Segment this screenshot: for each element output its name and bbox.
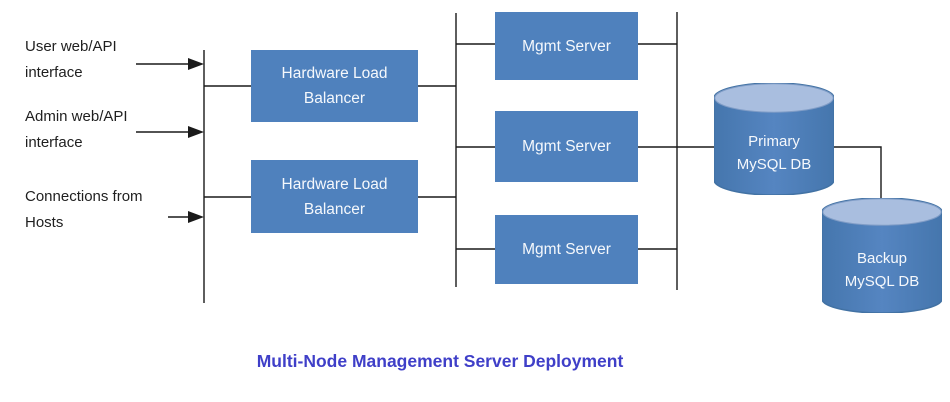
node-hardware-load-balancer-1: Hardware Load Balancer (251, 50, 418, 122)
arrowhead-right-icon (188, 58, 204, 70)
database-type: MySQL DB (736, 156, 812, 173)
arrowhead-right-icon (188, 126, 204, 138)
input-label-connections-hosts: Connections from Hosts (25, 188, 143, 231)
arrowhead-right-icon (188, 211, 204, 223)
node-hardware-load-balancer-2: Hardware Load Balancer (251, 160, 418, 233)
database-backup-mysql: Backup MySQL DB (822, 198, 942, 313)
input-label-admin-web-api: Admin web/API interface (25, 108, 128, 151)
database-label: Primary MySQL DB (714, 83, 834, 195)
database-name: Backup (856, 249, 908, 267)
database-cylinder-icon (714, 83, 834, 195)
database-cylinder-icon (822, 198, 942, 313)
database-name: Primary (748, 133, 800, 150)
database-type: MySQL DB (844, 272, 920, 290)
node-mgmt-server-1: Mgmt Server (495, 12, 638, 80)
database-primary-mysql: Primary MySQL DB (714, 83, 834, 195)
diagram-title: Multi-Node Management Server Deployment (256, 351, 624, 371)
input-label-user-web-api: User web/API interface (25, 38, 117, 81)
database-label: Backup MySQL DB (822, 198, 942, 313)
node-mgmt-server-2: Mgmt Server (495, 111, 638, 182)
node-mgmt-server-3: Mgmt Server (495, 215, 638, 284)
